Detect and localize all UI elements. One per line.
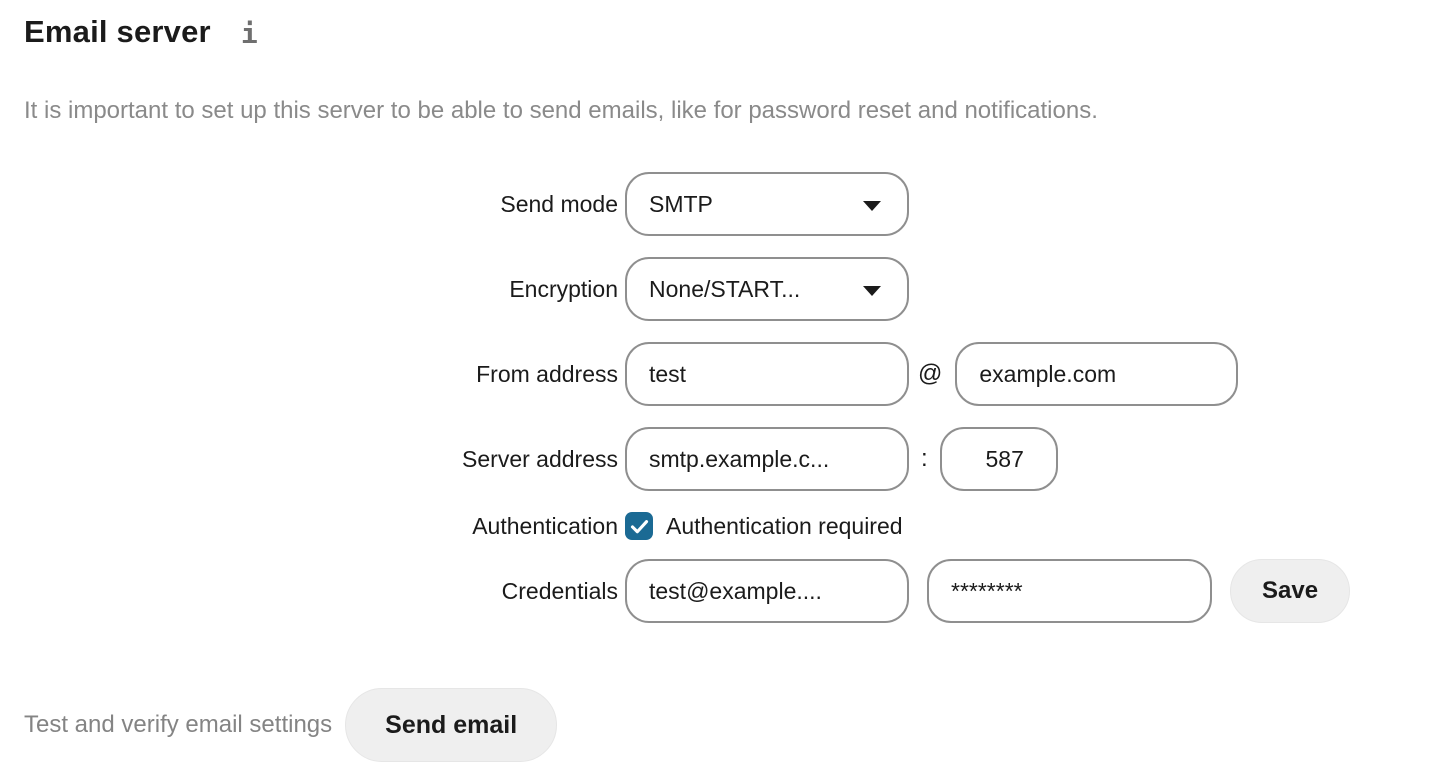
chevron-down-icon	[863, 285, 881, 296]
credentials-label: Credentials	[501, 577, 618, 604]
authentication-row: Authentication Authentication required	[24, 512, 1350, 540]
info-icon[interactable]: i	[240, 17, 258, 50]
save-button[interactable]: Save	[1230, 559, 1351, 623]
email-server-form: Send mode SMTP Encryption None/START... …	[24, 172, 1351, 644]
send-mode-row: Send mode SMTP	[24, 172, 1350, 236]
page-header: Email server i	[24, 14, 258, 50]
encryption-row: Encryption None/START...	[24, 257, 1350, 321]
server-address-row: Server address :	[24, 427, 1350, 491]
page-title: Email server	[24, 14, 211, 49]
server-address-label: Server address	[462, 445, 618, 472]
authentication-label: Authentication	[472, 512, 618, 539]
send-email-button[interactable]: Send email	[345, 688, 558, 762]
send-mode-select[interactable]: SMTP	[625, 172, 909, 236]
test-email-label: Test and verify email settings	[24, 711, 333, 738]
credentials-row: Credentials Save	[24, 559, 1351, 623]
server-address-host-input[interactable]	[625, 427, 909, 491]
page-subtitle: It is important to set up this server to…	[24, 97, 1098, 124]
encryption-label: Encryption	[509, 275, 618, 302]
send-mode-label: Send mode	[500, 190, 618, 217]
at-separator: @	[918, 360, 943, 387]
authentication-checkbox-label[interactable]: Authentication required	[666, 512, 903, 539]
credentials-password-input[interactable]	[927, 559, 1212, 623]
from-address-local-input[interactable]	[625, 342, 909, 406]
from-address-domain-input[interactable]	[955, 342, 1239, 406]
credentials-username-input[interactable]	[625, 559, 909, 623]
send-mode-selected-value: SMTP	[649, 190, 713, 217]
colon-separator: :	[921, 445, 928, 472]
authentication-checkbox[interactable]	[625, 512, 653, 540]
server-port-input[interactable]	[939, 427, 1058, 491]
test-email-section: Test and verify email settings Send emai…	[24, 688, 558, 762]
encryption-selected-value: None/START...	[649, 275, 801, 302]
encryption-select[interactable]: None/START...	[625, 257, 909, 321]
checkmark-icon	[630, 519, 648, 533]
chevron-down-icon	[863, 200, 881, 211]
from-address-label: From address	[476, 360, 618, 387]
from-address-row: From address @	[24, 342, 1350, 406]
